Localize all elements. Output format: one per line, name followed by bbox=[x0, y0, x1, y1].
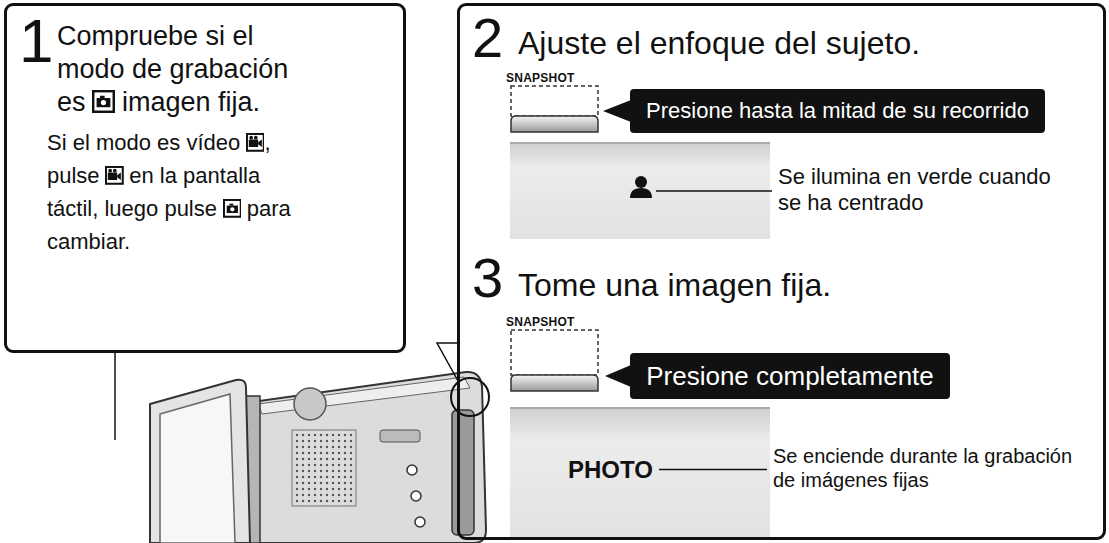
leader-line bbox=[659, 469, 767, 471]
callout-text: Presione hasta la mitad de su recorrido bbox=[646, 98, 1029, 123]
instruction-text: imagen fija. bbox=[122, 87, 260, 117]
camcorder bbox=[150, 372, 489, 543]
step-number: 3 bbox=[472, 246, 503, 309]
art-part bbox=[511, 116, 598, 132]
text-group: Tome una imagen fija. bbox=[518, 266, 831, 304]
art-part bbox=[452, 410, 474, 535]
text-group: Presione completamente bbox=[646, 361, 934, 392]
art-part bbox=[292, 430, 356, 506]
art-part bbox=[294, 388, 326, 420]
text-group: Compruebe si el modo de grabación esimag… bbox=[57, 20, 312, 119]
art-part bbox=[635, 176, 647, 188]
snapshot-button-full bbox=[511, 330, 598, 391]
art-part bbox=[150, 380, 250, 543]
callout-box: Presione hasta la mitad de su recorrido bbox=[630, 89, 1045, 133]
icon-camera bbox=[97, 98, 111, 107]
icon-lens bbox=[101, 100, 106, 105]
text-group: Si el modo es vídeo, pulseen la pantalla… bbox=[47, 126, 302, 258]
art-part bbox=[510, 142, 770, 144]
icon-reel bbox=[254, 136, 258, 140]
button-label: SNAPSHOT bbox=[506, 315, 575, 329]
art-part bbox=[411, 491, 421, 501]
leader-lines bbox=[115, 343, 458, 440]
callout-pointer bbox=[605, 365, 631, 387]
icon-camera bbox=[100, 96, 105, 98]
icon-camera bbox=[108, 173, 117, 180]
indicator-note: Se ilumina en verde cuando se ha centrad… bbox=[778, 164, 1053, 217]
step-heading: Ajuste el enfoque del sujeto. bbox=[518, 25, 920, 61]
art-part bbox=[510, 408, 770, 538]
art-part bbox=[407, 465, 417, 475]
icon-lens bbox=[230, 207, 234, 211]
callout-text: Presione completamente bbox=[646, 361, 934, 391]
icon-reel bbox=[108, 169, 112, 173]
text-group: Ajuste el enfoque del sujeto. bbox=[518, 24, 920, 62]
art-part bbox=[511, 375, 598, 391]
icon-camera bbox=[229, 204, 233, 206]
text-group: Presione hasta la mitad de su recorrido bbox=[646, 98, 1029, 124]
art-part bbox=[437, 343, 458, 381]
icon-reel bbox=[249, 136, 253, 140]
art-part bbox=[258, 377, 470, 414]
icon-frame bbox=[106, 167, 123, 184]
icon-frame bbox=[93, 91, 114, 112]
snapshot-button-half bbox=[511, 86, 598, 132]
text-group: PHOTO bbox=[568, 456, 653, 484]
icon-camera bbox=[249, 140, 258, 147]
note-text: Si el modo es vídeo bbox=[47, 130, 240, 155]
photo-panel bbox=[510, 408, 770, 538]
art-part bbox=[380, 430, 420, 442]
step-heading: Tome una imagen fija. bbox=[518, 267, 831, 303]
photo-mode-icon bbox=[223, 199, 242, 218]
photo-indicator: PHOTO bbox=[568, 456, 653, 483]
callout-pointer bbox=[603, 100, 631, 122]
display-panel: PHOTO bbox=[510, 408, 770, 538]
step-box: 1Compruebe si el modo de grabación esima… bbox=[4, 3, 406, 353]
art-part bbox=[510, 407, 770, 409]
art-part bbox=[511, 86, 598, 116]
video-mode-icon bbox=[246, 133, 265, 152]
art-part bbox=[160, 394, 235, 543]
icon-frame bbox=[247, 134, 264, 151]
step-number: 1 bbox=[19, 6, 53, 75]
indicator-note: Se enciende durante la grabación de imág… bbox=[773, 444, 1078, 492]
icon-lens bbox=[258, 140, 262, 147]
video-mode-icon bbox=[105, 166, 124, 185]
step-number: 2 bbox=[472, 6, 503, 69]
button-label: SNAPSHOT bbox=[506, 71, 575, 85]
icon-reel bbox=[113, 169, 117, 173]
icon-frame bbox=[223, 200, 240, 217]
art-part bbox=[415, 517, 425, 527]
art-part bbox=[511, 330, 598, 375]
icon-lens bbox=[117, 173, 121, 180]
text-group: 3 bbox=[472, 250, 503, 306]
photo-mode-icon bbox=[92, 90, 115, 113]
text-group: 2 bbox=[472, 10, 503, 66]
text-group: 1 bbox=[19, 10, 53, 72]
callout-box: Presione completamente bbox=[630, 353, 950, 399]
icon-camera bbox=[226, 206, 237, 213]
leader-line bbox=[656, 190, 772, 192]
art-part bbox=[114, 353, 116, 440]
label-leaders bbox=[656, 191, 772, 470]
art-part bbox=[630, 188, 652, 198]
